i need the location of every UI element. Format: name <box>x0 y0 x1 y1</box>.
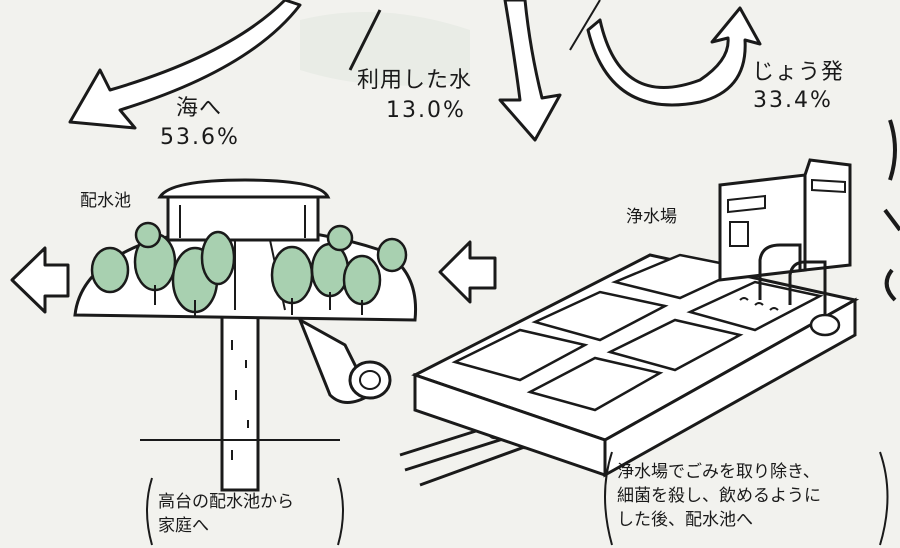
inflow-arrow-left <box>438 240 497 304</box>
plant-note-bracket <box>604 451 613 546</box>
edge-glyph-fragment <box>888 119 897 181</box>
reservoir-label: 配水池 <box>80 191 131 211</box>
plant-note: 浄水場でごみを取り除き、 細菌を殺し、飲めるように した後、配水池へ <box>617 460 821 532</box>
plant-note-line: 細菌を殺し、飲めるように <box>617 486 821 506</box>
plant-note-bracket <box>879 451 889 546</box>
purification-plant-label: 浄水場 <box>626 207 677 227</box>
reservoir-note: 高台の配水池から 家庭へ <box>158 490 294 538</box>
reservoir-note-line: 家庭へ <box>158 516 209 536</box>
reservoir-note-line: 高台の配水池から <box>158 492 294 512</box>
used-water-percent: 13.0% <box>386 98 466 123</box>
plant-note-line: した後、配水池へ <box>617 510 753 530</box>
edge-glyph-fragment <box>884 268 897 302</box>
used-water-arrow <box>498 0 562 142</box>
edge-glyph-fragment <box>883 208 900 232</box>
background-smudge <box>300 12 470 86</box>
sea-flow-percent: 53.6% <box>160 125 240 150</box>
reservoir-note-bracket <box>337 477 344 546</box>
used-water-label: 利用した水 <box>357 68 473 93</box>
evaporation-percent: 33.4% <box>753 88 833 113</box>
evaporation-label: じょう発 <box>752 60 845 85</box>
reservoir-hill <box>73 178 418 492</box>
rain-stroke <box>569 0 601 51</box>
rain-stroke <box>348 9 382 71</box>
outflow-arrow-left <box>10 246 70 314</box>
evaporation-arrow <box>586 6 762 107</box>
sea-flow-label: 海へ <box>176 96 223 121</box>
sea-flow-arrow <box>68 0 302 130</box>
plant-note-line: 浄水場でごみを取り除き、 <box>617 462 820 482</box>
purification-plant <box>399 158 860 487</box>
reservoir-note-bracket <box>146 477 153 546</box>
